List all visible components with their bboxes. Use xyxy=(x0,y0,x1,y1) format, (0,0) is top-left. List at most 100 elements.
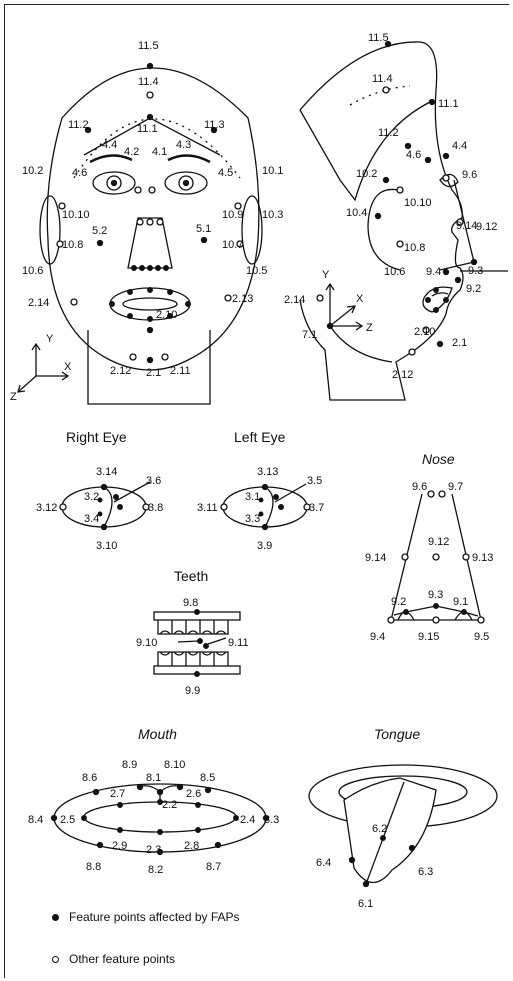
feature-point-label: 8.7 xyxy=(206,861,221,873)
feature-point-label: 2.6 xyxy=(186,788,201,800)
feature-point-label: 11.3 xyxy=(204,119,225,131)
side-face-points xyxy=(317,42,477,356)
feature-point-label: 8.9 xyxy=(122,759,137,771)
feature-point-label: 3.10 xyxy=(96,540,117,552)
left-eye-title: Left Eye xyxy=(234,429,286,445)
legend-hollow-text: Other feature points xyxy=(69,952,175,966)
feature-point-label: 3.6 xyxy=(146,475,161,487)
feature-point-label: 5.2 xyxy=(92,225,107,237)
feature-point-label: 3.2 xyxy=(84,491,99,503)
feature-point-label: 10.8 xyxy=(62,239,83,251)
feature-point-label: 2.10 xyxy=(156,309,177,321)
feature-point-label: 10.6 xyxy=(22,265,43,277)
feature-point-label: 6.1 xyxy=(358,898,373,910)
left-eyebrow xyxy=(168,155,210,162)
feature-point-label: 6.4 xyxy=(316,857,331,869)
feature-point-label: 9.7 xyxy=(448,481,463,493)
feature-point-label: 2.5 xyxy=(60,814,75,826)
feature-point-label: 9.6 xyxy=(462,169,477,181)
filled-dot-icon xyxy=(52,914,59,921)
front-axes xyxy=(18,344,68,392)
feature-point-label: 8.10 xyxy=(164,759,185,771)
feature-point-label: 2.12 xyxy=(110,365,131,377)
feature-point-label: 11.2 xyxy=(68,119,89,131)
feature-point-label: 10.2 xyxy=(356,168,377,180)
feature-point-label: 11.5 xyxy=(368,32,389,44)
feature-point-label: 8.1 xyxy=(146,772,161,784)
feature-point-label: 4.5 xyxy=(218,167,233,179)
front-axis-y-label: Y xyxy=(46,333,54,345)
feature-point-label: 9.14 xyxy=(365,552,386,564)
feature-point-label: 11.4 xyxy=(372,73,393,85)
mouth-title: Mouth xyxy=(138,726,177,742)
side-hairline-dotted xyxy=(350,86,410,105)
feature-point-label: 3.7 xyxy=(309,502,324,514)
front-axis-x-label: X xyxy=(64,361,72,373)
feature-point-label: 9.10 xyxy=(136,637,157,649)
feature-point-label: 2.13 xyxy=(232,293,253,305)
feature-point-label: 2.1 xyxy=(146,367,161,379)
feature-point-label: 3.13 xyxy=(257,466,278,478)
feature-point-label: 8.5 xyxy=(200,772,215,784)
feature-point-label: 11.1 xyxy=(137,123,158,135)
feature-point-label: 9.5 xyxy=(474,631,489,643)
feature-point-label: 6.2 xyxy=(372,823,387,835)
feature-point-label: 2.8 xyxy=(184,840,199,852)
nose-title: Nose xyxy=(422,451,455,467)
hollow-dot-icon xyxy=(52,956,59,963)
feature-point-label: 5.1 xyxy=(196,223,211,235)
feature-point-label: 2.14 xyxy=(28,297,49,309)
feature-point-label: 8.4 xyxy=(28,814,43,826)
feature-point-label: 10.4 xyxy=(346,207,367,219)
feature-point-label: 2.3 xyxy=(146,844,161,856)
legend-hollow: Other feature points xyxy=(52,952,175,966)
feature-point-label: 7.1 xyxy=(302,329,317,341)
feature-point-label: 2.14 xyxy=(284,294,305,306)
feature-point-label: 9.2 xyxy=(466,283,481,295)
feature-point-label: 10.8 xyxy=(404,242,425,254)
feature-point-label: 9.14 xyxy=(456,220,477,232)
front-axis-z-label: Z xyxy=(10,391,17,403)
feature-point-label: 3.9 xyxy=(257,540,272,552)
feature-point-label: 3.11 xyxy=(197,502,218,514)
feature-point-label: 9.2 xyxy=(391,596,406,608)
feature-point-label: 8.6 xyxy=(82,772,97,784)
feature-point-label: 4.3 xyxy=(176,139,191,151)
feature-point-label: 11.2 xyxy=(378,127,399,139)
feature-point-label: 8.2 xyxy=(148,864,163,876)
feature-point-label: 10.9 xyxy=(222,209,243,221)
teeth-title: Teeth xyxy=(174,568,208,584)
feature-point-label: 4.1 xyxy=(152,146,167,158)
right-ear xyxy=(40,196,60,264)
feature-point-label: 3.3 xyxy=(245,513,260,525)
feature-point-label: 9.12 xyxy=(476,221,497,233)
feature-point-label: 9.13 xyxy=(472,552,493,564)
legend-filled: Feature points affected by FAPs xyxy=(52,910,240,924)
legend-filled-text: Feature points affected by FAPs xyxy=(69,910,240,924)
feature-point-label: 9.1 xyxy=(453,596,468,608)
feature-point-label: 8.3 xyxy=(264,814,279,826)
feature-point-label: 2.12 xyxy=(392,369,413,381)
side-axis-y-label: Y xyxy=(322,269,330,281)
feature-point-label: 8.8 xyxy=(86,861,101,873)
feature-point-label: 11.4 xyxy=(138,76,159,88)
feature-point-label: 4.4 xyxy=(102,139,117,151)
feature-point-label: 9.4 xyxy=(370,631,385,643)
feature-point-label: 2.2 xyxy=(162,799,177,811)
feature-point-label: 3.8 xyxy=(148,502,163,514)
feature-point-label: 3.1 xyxy=(245,491,260,503)
feature-point-label: 10.10 xyxy=(404,197,432,209)
feature-point-label: 3.14 xyxy=(96,466,117,478)
feature-point-label: 11.1 xyxy=(438,98,459,110)
feature-point-label: 2.10 xyxy=(414,326,435,338)
feature-point-label: 10.7 xyxy=(222,239,243,251)
feature-point-label: 9.8 xyxy=(183,597,198,609)
tongue-diagram xyxy=(309,765,497,887)
feature-point-label: 9.11 xyxy=(228,637,249,649)
tongue-title: Tongue xyxy=(374,726,420,742)
feature-point-label: 10.6 xyxy=(384,266,405,278)
feature-point-label: 9.3 xyxy=(428,589,443,601)
